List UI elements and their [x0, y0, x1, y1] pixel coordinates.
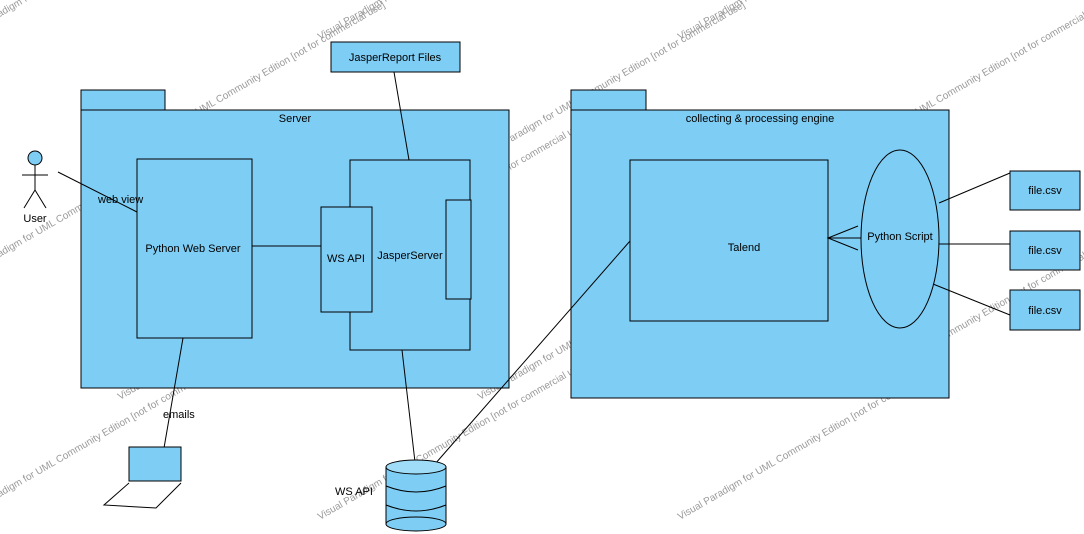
csv-file-label: file.csv	[1028, 185, 1062, 197]
talend-label: Talend	[728, 242, 760, 254]
laptop-icon[interactable]	[102, 446, 182, 509]
server-package-tab	[80, 89, 166, 111]
database-label: WS API	[335, 486, 373, 498]
ws-api-port-label: WS API	[327, 253, 365, 265]
watermark-text: Visual Paradigm for UML Community Editio…	[0, 0, 227, 43]
actor-head	[27, 150, 43, 166]
edge-label-web-view: web view	[97, 194, 143, 206]
user-actor[interactable]: User	[22, 150, 48, 225]
database-icon[interactable]: WS API	[335, 459, 447, 532]
python-web-server-node[interactable]: Python Web Server	[136, 158, 253, 339]
edge-webserver-emails	[163, 337, 184, 449]
dependency-arrowhead	[826, 225, 859, 251]
edge-db-talend	[427, 240, 631, 473]
csv-file-1[interactable]: file.csv	[1009, 170, 1081, 211]
csv-file-label: file.csv	[1028, 245, 1062, 257]
edge-jasperfiles-jasperserver	[393, 71, 410, 161]
jasperserver-side-port	[445, 199, 472, 300]
edge-script-csv1	[938, 172, 1011, 204]
talend-node[interactable]: Talend	[629, 159, 829, 322]
edge-jasperserver-db	[401, 349, 416, 463]
csv-file-3[interactable]: file.csv	[1009, 289, 1081, 331]
csv-file-label: file.csv	[1028, 305, 1062, 317]
jasper-files-label: JasperReport Files	[349, 52, 442, 64]
python-web-server-label: Python Web Server	[145, 243, 241, 255]
engine-package-label: collecting & processing engine	[686, 113, 835, 125]
engine-package-tab	[570, 89, 647, 111]
server-package-label: Server	[279, 113, 312, 125]
python-script-label: Python Script	[867, 231, 932, 243]
edge-script-csv3	[932, 283, 1011, 316]
actor-label: User	[23, 213, 47, 225]
edge-user-webserver	[57, 171, 138, 213]
python-script-node[interactable]: Python Script	[860, 149, 940, 329]
connectors: web view emails	[57, 71, 1011, 473]
csv-file-2[interactable]: file.csv	[1009, 230, 1081, 271]
jasperserver-label: JasperServer	[377, 250, 443, 262]
jasper-files-node[interactable]: JasperReport Files	[330, 41, 461, 73]
ws-api-port-node[interactable]: WS API	[320, 206, 373, 313]
edge-label-emails: emails	[163, 409, 195, 421]
